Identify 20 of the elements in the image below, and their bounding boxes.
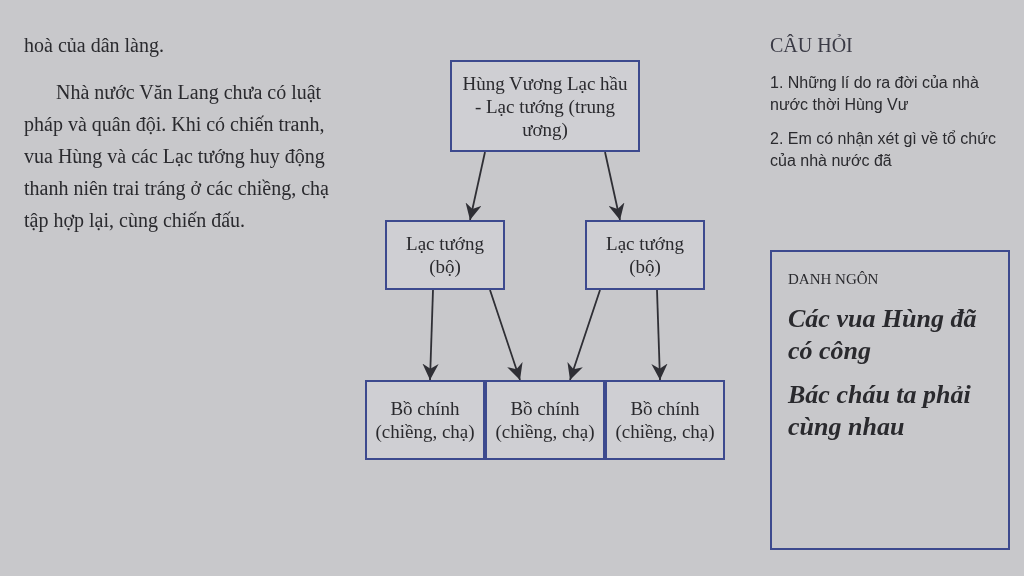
org-box: Lạc tướng (bộ) (385, 220, 505, 290)
quote-text: Bác cháu ta phải cùng nhau (788, 378, 972, 443)
paragraph-text: Nhà nước Văn Lang chưa có luật pháp và quân đội. Khi có chiến tranh, vua Hùng và các Lạc tướng huy động thanh niên trai tráng ở các chiềng, chạ tập hợp lại, cùng chiến đấu. (24, 80, 330, 234)
section-heading: DANH NGÔN (788, 270, 880, 289)
arrow (489, 289, 523, 381)
org-box: Bồ chính (chiềng, chạ) (485, 380, 605, 460)
org-box: Lạc tướng (bộ) (585, 220, 705, 290)
arrow (604, 151, 625, 221)
arrow (422, 289, 439, 381)
org-box: Hùng Vương Lạc hầu - Lạc tướng (trung ương) (450, 60, 640, 152)
quote-text: Các vua Hùng đã có công (788, 302, 978, 367)
question-text: 2. Em có nhận xét gì về tổ chức của nhà nước đã (770, 129, 997, 171)
question-text: 1. Những lí do ra đời của nhà nước thời Hùng Vư (770, 73, 980, 115)
arrow (465, 151, 486, 221)
org-box: Bồ chính (chiềng, chạ) (605, 380, 725, 460)
arrow (567, 289, 601, 381)
section-heading: CÂU HỎI (770, 33, 854, 58)
arrow (651, 289, 668, 381)
paragraph-text: hoà của dân làng. (24, 33, 165, 59)
org-box: Bồ chính (chiềng, chạ) (365, 380, 485, 460)
